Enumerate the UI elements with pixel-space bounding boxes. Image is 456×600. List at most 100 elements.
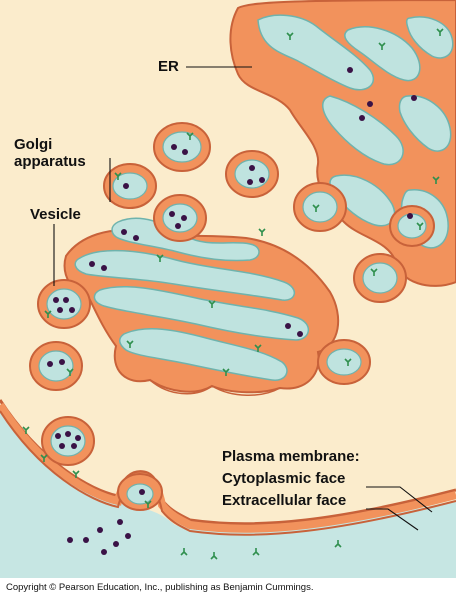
cargo-dot <box>57 307 63 313</box>
golgi-bud-lumen <box>326 348 362 376</box>
cargo-dot <box>123 183 129 189</box>
cargo-dot <box>71 443 77 449</box>
cargo-dot <box>247 179 253 185</box>
golgi-cisterna-4 <box>119 328 288 381</box>
glycoprotein-mark <box>40 454 48 462</box>
glycoprotein-mark <box>114 172 122 180</box>
er-lumen-7 <box>405 16 454 59</box>
vesicle-lumen <box>162 131 202 163</box>
plasma-membrane-inner-edge <box>0 410 456 536</box>
glycoprotein-mark <box>44 310 52 318</box>
cargo-dot <box>169 211 175 217</box>
cargo-dot <box>53 297 59 303</box>
vesicle-label: Vesicle <box>30 206 81 223</box>
er-vesicle-lumen <box>362 262 398 294</box>
cargo-dot <box>139 489 145 495</box>
cargo-dot <box>182 149 188 155</box>
vesicle-lumen <box>38 350 74 382</box>
golgi-lower-fold <box>149 379 281 396</box>
cargo-dot <box>133 235 139 241</box>
glycoprotein-mark <box>156 254 164 262</box>
cargo-dot <box>101 265 107 271</box>
vesicle-lumen <box>162 203 198 233</box>
glycoprotein-mark <box>180 548 188 556</box>
cargo-dot <box>59 443 65 449</box>
golgi-apparatus <box>63 217 371 396</box>
cargo-dot <box>359 115 365 121</box>
extracellular-face-label: Extracellular face <box>222 492 347 509</box>
glycoprotein-mark <box>432 176 440 184</box>
glycoprotein-mark <box>66 368 74 376</box>
glycoprotein-mark <box>252 548 260 556</box>
extracellular-space <box>0 408 456 580</box>
cargo-dot <box>297 331 303 337</box>
er-lumen-2 <box>322 95 404 166</box>
cargo-dot <box>97 527 103 533</box>
er-lumen-4 <box>398 95 452 152</box>
glycoprotein-mark <box>186 132 194 140</box>
cargo-dot <box>59 359 65 365</box>
golgi-cisterna-2 <box>74 249 295 301</box>
cargo-dot <box>175 223 181 229</box>
vesicle-lumen <box>50 425 86 457</box>
glycoprotein-mark <box>126 340 134 348</box>
cargo-dot <box>83 537 89 543</box>
cargo-dot <box>367 101 373 107</box>
copyright-notice: Copyright © Pearson Education, Inc., pub… <box>6 582 314 593</box>
golgi-apparatus-label: Golgi apparatus <box>14 136 86 170</box>
cargo-dot <box>347 67 353 73</box>
glycoprotein-mark <box>144 500 152 508</box>
cargo-dot <box>125 533 131 539</box>
glycoprotein-mark <box>312 204 320 212</box>
cargo-dot <box>63 297 69 303</box>
cargo-dot <box>65 431 71 437</box>
cargo-dot <box>121 229 127 235</box>
extracellular-face-leader-line <box>366 508 419 531</box>
er-lumen-3 <box>344 26 421 82</box>
cargo-dot <box>113 541 119 547</box>
bottom-white-band <box>0 578 456 600</box>
glycoprotein-mark <box>222 368 230 376</box>
glycoprotein-mark <box>378 42 386 50</box>
cargo-dot <box>117 519 123 525</box>
vesicle-lumen <box>112 172 148 200</box>
cargo-dot <box>69 307 75 313</box>
er-label: ER <box>158 58 179 75</box>
cytoplasmic-face-leader-line <box>366 486 433 513</box>
cargo-dot <box>67 537 73 543</box>
glycoprotein-mark <box>436 28 444 36</box>
cargo-dot <box>181 215 187 221</box>
glycoprotein-mark <box>370 268 378 276</box>
plasma-membrane-label: Plasma membrane: <box>222 448 360 465</box>
cargo-dot <box>249 165 255 171</box>
golgi-cisterna-3 <box>93 285 309 341</box>
er-vesicle-group <box>293 182 435 303</box>
glycoprotein-mark <box>208 300 216 308</box>
glycoprotein-mark <box>72 470 80 478</box>
transport-vesicles <box>29 122 279 511</box>
glycoproteins <box>22 28 444 560</box>
glycoprotein-mark <box>22 426 30 434</box>
cargo-dot <box>171 144 177 150</box>
cargo-dot <box>285 323 291 329</box>
glycoprotein-mark <box>254 344 262 352</box>
cytoplasmic-face-label: Cytoplasmic face <box>222 470 346 487</box>
cargo-dot <box>75 435 81 441</box>
cargo-dot <box>101 549 107 555</box>
glycoprotein-mark <box>344 358 352 366</box>
cargo-dot <box>407 213 413 219</box>
glycoprotein-mark <box>334 540 342 548</box>
leader-lines <box>53 66 433 531</box>
cargo-dot <box>259 177 265 183</box>
cargo-proteins <box>47 67 417 555</box>
vesicle-lumen <box>46 288 82 320</box>
cargo-dot <box>89 261 95 267</box>
er-vesicle-lumen <box>302 191 338 223</box>
glycoprotein-mark <box>286 32 294 40</box>
cargo-dot <box>55 433 61 439</box>
cargo-dot <box>47 361 53 367</box>
glycoprotein-mark <box>210 552 218 560</box>
glycoprotein-mark <box>416 222 424 230</box>
